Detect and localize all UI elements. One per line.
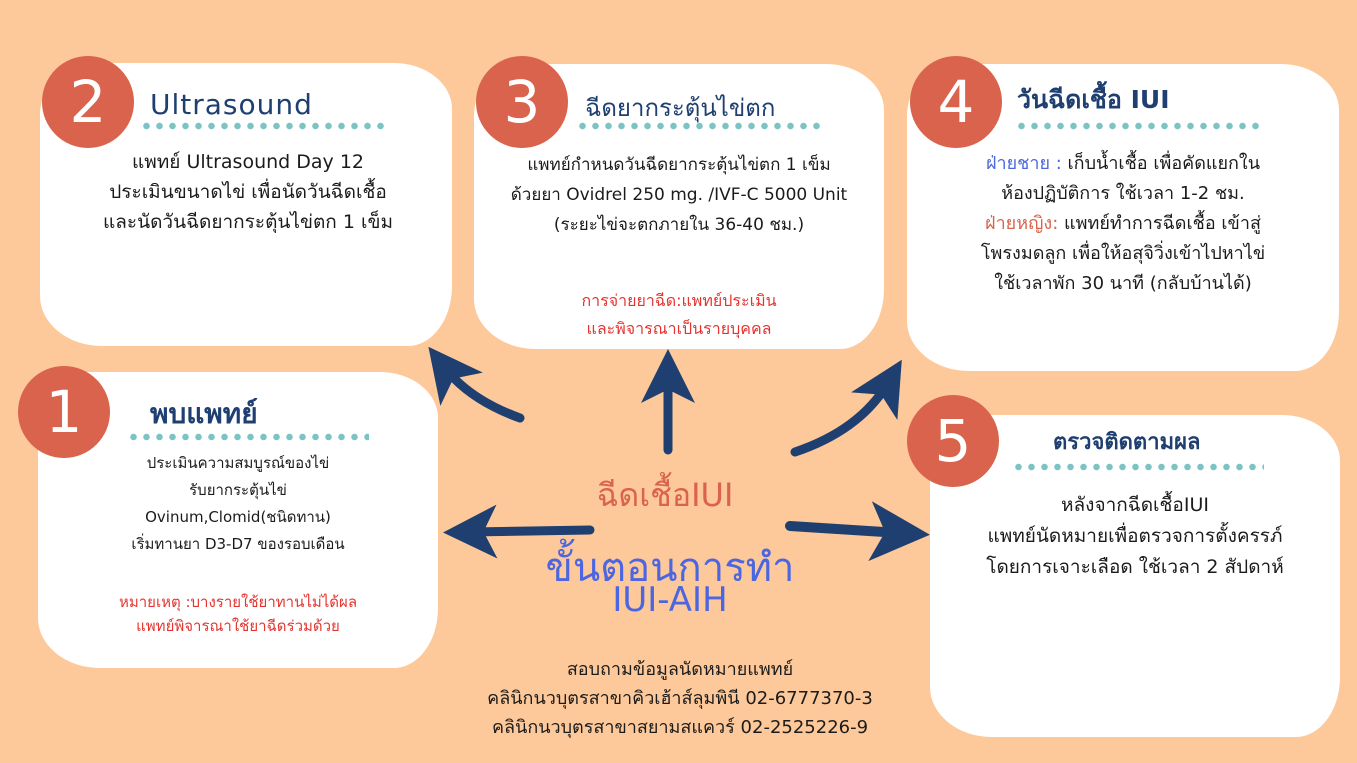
contact-block: สอบถามข้อมูลนัดหมายแพทย์ คลินิกนวบุตรสาข…: [440, 655, 920, 742]
step4-female-text: แพทย์ทำการฉีดเชื้อ เข้าสู่: [1058, 213, 1261, 234]
step4-female-label: ฝ่ายหญิง:: [985, 213, 1059, 234]
step1-badge: 1: [18, 366, 110, 458]
step3-note-line: การจ่ายยาฉีด:แพทย์ประเมิน: [581, 291, 777, 310]
step4-badge: 4: [910, 56, 1002, 148]
step4-male-line1: ฝ่ายชาย : เก็บน้ำเชื้อ เพื่อคัดแยกใน: [907, 149, 1339, 179]
step2-line: แพทย์ Ultrasound Day 12: [132, 151, 364, 173]
step1-note: หมายเหตุ :บางรายใช้ยาทานไม่ได้ผล แพทย์พิ…: [38, 590, 438, 638]
step1-title: พบแพทย์: [150, 397, 258, 430]
step4-title: วันฉีดเชื้อ IUI: [1017, 85, 1170, 114]
step1-note-line: หมายเหตุ :บางรายใช้ยาทานไม่ได้ผล: [118, 593, 358, 611]
step4-male-label: ฝ่ายชาย :: [985, 153, 1062, 174]
step3-badge: 3: [476, 56, 568, 148]
step4-female-line3: ใช้เวลาพัก 30 นาที (กลับบ้านได้): [994, 273, 1252, 294]
step1-body: ประเมินความสมบูรณ์ของไข่ รับยากระตุ้นไข่…: [38, 450, 438, 558]
step2-dot-divider: [140, 122, 388, 130]
step1-line: เริ่มทานยา D3-D7 ของรอบเดือน: [131, 535, 345, 553]
step2-title: Ultrasound: [150, 88, 313, 121]
contact-branch-qhouse: คลินิกนวบุตรสาขาคิวเฮ้าส์ลุมพินี 02-6777…: [487, 688, 873, 709]
step4-male-line2: ห้องปฏิบัติการ ใช้เวลา 1-2 ชม.: [1001, 183, 1245, 204]
arrow-to-step1: [443, 504, 595, 559]
center-heading-steps: ขั้นตอนการทำ: [545, 545, 795, 591]
step3-line: แพทย์กำหนดวันฉีดยากระตุ้นไข่ตก 1 เข็ม: [527, 155, 831, 175]
center-heading-iui: ฉีดเชื้อIUI: [596, 476, 734, 514]
step4-dot-divider: [1015, 122, 1263, 130]
step4-body: ฝ่ายชาย : เก็บน้ำเชื้อ เพื่อคัดแยกใน ห้อ…: [907, 149, 1339, 299]
step5-line: โดยการเจาะเลือด ใช้เวลา 2 สัปดาห์: [986, 556, 1284, 578]
step4-male-text: เก็บน้ำเชื้อ เพื่อคัดแยกใน: [1061, 153, 1261, 174]
step5-line: แพทย์นัดหมายเพื่อตรวจการตั้งครรภ์: [987, 525, 1283, 547]
step1-dot-divider: [127, 433, 369, 441]
center-heading-iui-aih: IUI-AIH: [612, 580, 728, 620]
step3-line: (ระยะไข่จะตกภายใน 36-40 ชม.): [553, 215, 805, 235]
step3-note: การจ่ายยาฉีด:แพทย์ประเมิน และพิจารณาเป็น…: [474, 287, 884, 343]
step2-body: แพทย์ Ultrasound Day 12 ประเมินขนาดไข่ เ…: [48, 147, 448, 237]
step3-line: ด้วยยา Ovidrel 250 mg. /IVF-C 5000 Unit: [510, 185, 848, 205]
step1-line: รับยากระตุ้นไข่: [189, 481, 287, 499]
contact-heading: สอบถามข้อมูลนัดหมายแพทย์: [566, 659, 794, 680]
step3-note-line: และพิจารณาเป็นรายบุคคล: [586, 319, 772, 338]
step1-line: ประเมินความสมบูรณ์ของไข่: [146, 454, 330, 472]
step3-title: ฉีดยากระตุ้นไข่ตก: [585, 94, 776, 122]
step4-female-line1: ฝ่ายหญิง: แพทย์ทำการฉีดเชื้อ เข้าสู่: [907, 209, 1339, 239]
step1-line: Ovinum,Clomid(ชนิดทาน): [145, 508, 331, 526]
step2-line: ประเมินขนาดไข่ เพื่อนัดวันฉีดเชื้อ: [109, 181, 387, 203]
contact-branch-siam: คลินิกนวบุตรสาขาสยามสแควร์ 02-2525226-9: [491, 717, 869, 738]
arrow-to-step4: [790, 359, 902, 457]
arrow-to-step5: [785, 501, 930, 562]
step4-female-line2: โพรงมดลูก เพื่อให้อสุจิวิ่งเข้าไปหาไข่: [980, 243, 1266, 264]
step1-note-line: แพทย์พิจารณาใช้ยาฉีดร่วมด้วย: [136, 617, 340, 635]
arrow-to-step2: [428, 346, 525, 423]
step5-badge: 5: [907, 395, 999, 487]
step5-body: หลังจากฉีดเชื้อIUI แพทย์นัดหมายเพื่อตรวจ…: [930, 490, 1340, 583]
step3-body: แพทย์กำหนดวันฉีดยากระตุ้นไข่ตก 1 เข็ม ด้…: [474, 150, 884, 240]
step5-line: หลังจากฉีดเชื้อIUI: [1061, 494, 1209, 516]
step2-badge: 2: [42, 56, 134, 148]
step5-dot-divider: [1012, 463, 1264, 471]
step5-title: ตรวจติดตามผล: [1053, 430, 1201, 455]
step2-line: และนัดวันฉีดยากระตุ้นไข่ตก 1 เข็ม: [103, 211, 393, 233]
step3-dot-divider: [576, 122, 824, 130]
